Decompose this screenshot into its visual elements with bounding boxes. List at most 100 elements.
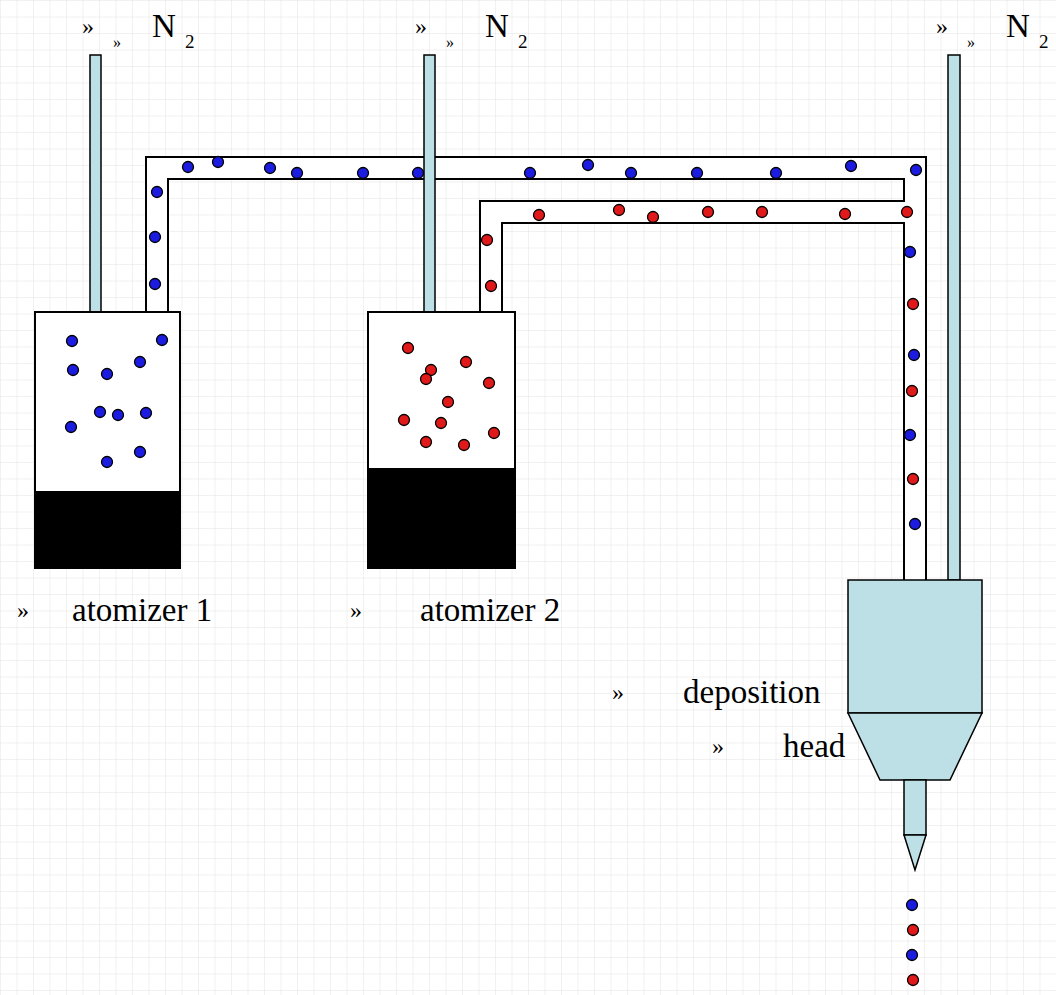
vessel-wall xyxy=(368,312,515,568)
droplet xyxy=(909,350,920,361)
droplet xyxy=(403,343,414,354)
deposited-droplet xyxy=(908,975,919,986)
vessel-outline xyxy=(368,312,515,568)
droplet xyxy=(183,162,194,173)
droplet xyxy=(152,187,163,198)
droplet xyxy=(436,418,447,429)
droplet xyxy=(703,207,714,218)
droplet xyxy=(461,357,472,368)
arrow-marker: » xyxy=(113,35,121,51)
droplet xyxy=(95,407,106,418)
arrow-marker: » xyxy=(712,734,724,758)
droplet xyxy=(113,410,124,421)
atomizer-vessel: atomizer 1 xyxy=(35,312,180,568)
droplet xyxy=(421,374,432,385)
droplet xyxy=(907,386,918,397)
nitrogen-pipe xyxy=(948,55,960,580)
head-part xyxy=(904,780,926,835)
head-part xyxy=(848,713,982,780)
arrow-marker: » xyxy=(612,680,624,704)
droplet xyxy=(292,168,303,179)
node-label: deposition xyxy=(683,676,821,709)
droplet xyxy=(213,157,224,168)
droplet xyxy=(905,247,916,258)
droplet xyxy=(905,430,916,441)
atomizer-vessel: atomizer 2 xyxy=(368,312,515,568)
aerosol-tube xyxy=(157,168,915,580)
droplet xyxy=(771,168,782,179)
node-label: atomizer 2 xyxy=(420,594,560,627)
droplet xyxy=(135,447,146,458)
liquid xyxy=(368,468,515,568)
subscript: 2 xyxy=(1039,32,1049,51)
droplet xyxy=(399,415,410,426)
droplet xyxy=(583,160,594,171)
droplet xyxy=(135,357,146,368)
nitrogen-pipe xyxy=(424,55,435,312)
droplet xyxy=(648,212,659,223)
droplet xyxy=(67,336,78,347)
arrow-marker: » xyxy=(446,35,454,51)
droplet xyxy=(911,165,922,176)
arrow-marker: » xyxy=(967,35,975,51)
deposited-droplet xyxy=(907,950,918,961)
droplet xyxy=(265,163,276,174)
droplet xyxy=(525,168,536,179)
droplet xyxy=(486,281,497,292)
head-part xyxy=(848,580,982,713)
arrow-marker: » xyxy=(82,14,94,38)
droplet xyxy=(908,299,919,310)
gas-symbol: N xyxy=(152,10,176,43)
head-outline xyxy=(848,580,982,870)
vessel-wall xyxy=(35,312,180,568)
vessel-outline xyxy=(35,312,180,568)
subscript: 2 xyxy=(185,32,195,51)
droplet xyxy=(484,378,495,389)
droplet xyxy=(692,168,703,179)
droplet xyxy=(102,457,113,468)
gas-symbol: N xyxy=(485,10,509,43)
tube-bore xyxy=(157,168,915,580)
droplet xyxy=(421,437,432,448)
droplet xyxy=(66,422,77,433)
deposited-droplet xyxy=(908,925,919,936)
droplet xyxy=(443,397,454,408)
arrow-marker: » xyxy=(350,598,362,622)
droplet xyxy=(846,161,857,172)
droplet xyxy=(459,440,470,451)
arrow-marker: » xyxy=(415,14,427,38)
droplet xyxy=(141,408,152,419)
droplet xyxy=(534,210,545,221)
node-label: atomizer 1 xyxy=(72,594,212,627)
droplet xyxy=(910,519,921,530)
aerosol-tube xyxy=(491,212,915,580)
droplet xyxy=(102,369,113,380)
droplet xyxy=(482,235,493,246)
gas-symbol: N xyxy=(1006,10,1030,43)
tube-bore xyxy=(491,212,915,580)
droplet xyxy=(150,232,161,243)
droplet xyxy=(358,168,369,179)
droplet xyxy=(908,474,919,485)
nitrogen-pipe xyxy=(90,55,101,312)
arrow-marker: » xyxy=(17,598,29,622)
deposited-droplet xyxy=(907,900,918,911)
droplet xyxy=(902,207,913,218)
head-part xyxy=(904,835,926,870)
droplet xyxy=(614,205,625,216)
droplet xyxy=(413,168,424,179)
droplet xyxy=(68,365,79,376)
droplet xyxy=(757,207,768,218)
deposition-head: depositionhead xyxy=(848,580,982,870)
liquid xyxy=(35,491,180,568)
node-label: head xyxy=(783,730,845,763)
droplet xyxy=(840,209,851,220)
subscript: 2 xyxy=(518,32,528,51)
droplet xyxy=(626,168,637,179)
droplet xyxy=(150,279,161,290)
droplet xyxy=(157,335,168,346)
arrow-marker: » xyxy=(936,14,948,38)
